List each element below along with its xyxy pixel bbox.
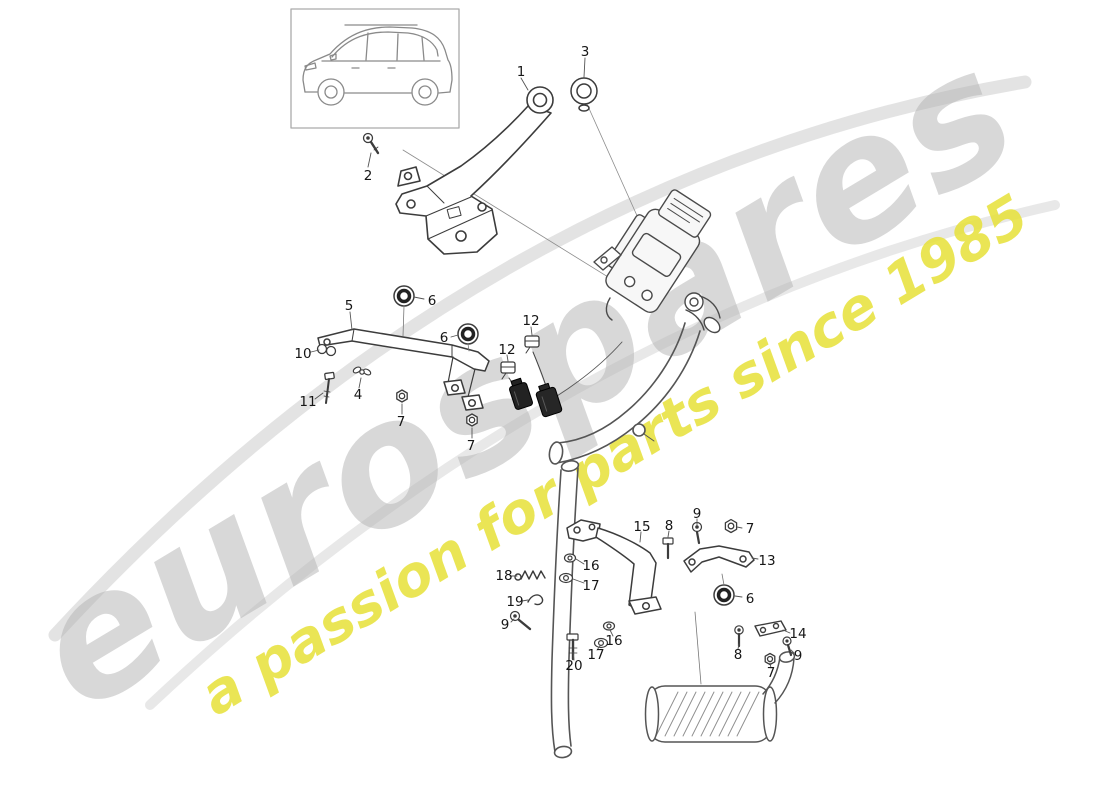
part-nut-7-b bbox=[467, 414, 477, 426]
part-clip-19 bbox=[528, 595, 543, 605]
leader-lines bbox=[311, 58, 794, 668]
callout-labels: 1 2 3 5 6 6 12 12 10 4 11 7 7 15 8 9 7 1… bbox=[294, 44, 806, 681]
callout-7-c[interactable]: 7 bbox=[746, 521, 755, 537]
callout-17-b[interactable]: 17 bbox=[587, 647, 604, 663]
car-thumbnail bbox=[291, 9, 459, 128]
callout-7-d[interactable]: 7 bbox=[767, 665, 776, 681]
part-spring-18 bbox=[515, 571, 545, 580]
callout-8-a[interactable]: 8 bbox=[665, 518, 674, 534]
callout-16-a[interactable]: 16 bbox=[582, 558, 599, 574]
part-washer-17-a bbox=[560, 574, 573, 583]
connector-housings bbox=[507, 342, 622, 417]
part-mount-6-a bbox=[394, 286, 414, 336]
callout-5[interactable]: 5 bbox=[345, 298, 354, 314]
part-bolt-8-a bbox=[663, 538, 673, 558]
part-grommet-3 bbox=[571, 78, 597, 111]
part-bracket-15 bbox=[567, 520, 661, 614]
callout-4[interactable]: 4 bbox=[354, 387, 363, 403]
part-washer-16-a bbox=[565, 554, 576, 562]
callout-12-a[interactable]: 12 bbox=[522, 313, 539, 329]
part-nut-7-c bbox=[725, 520, 736, 533]
callout-16-b[interactable]: 16 bbox=[605, 633, 622, 649]
swoosh-arc-upper bbox=[48, 75, 1032, 642]
callout-8-b[interactable]: 8 bbox=[734, 647, 743, 663]
callout-11[interactable]: 11 bbox=[299, 394, 316, 410]
callout-6-a[interactable]: 6 bbox=[428, 293, 437, 309]
part-clip-12-b bbox=[501, 362, 515, 379]
part-bolt-9-a bbox=[693, 523, 702, 544]
part-clip-12-a bbox=[525, 336, 539, 353]
callout-18[interactable]: 18 bbox=[495, 568, 512, 584]
part-bolt-9-c bbox=[511, 612, 531, 630]
callout-10[interactable]: 10 bbox=[294, 346, 311, 362]
part-washer-17-b bbox=[595, 639, 608, 648]
part-clamp-10 bbox=[318, 345, 336, 356]
exhaust-pipe-vertical bbox=[551, 460, 579, 759]
callout-6-b[interactable]: 6 bbox=[440, 330, 449, 346]
part-wingclip-4 bbox=[352, 366, 371, 376]
callout-20[interactable]: 20 bbox=[565, 658, 582, 674]
callout-13[interactable]: 13 bbox=[758, 553, 775, 569]
callout-9-b[interactable]: 9 bbox=[794, 648, 803, 664]
callout-1[interactable]: 1 bbox=[517, 64, 526, 80]
part-mount-6-b bbox=[458, 324, 478, 351]
muffler bbox=[646, 612, 796, 742]
callout-6-c[interactable]: 6 bbox=[746, 591, 755, 607]
part-bolt-20 bbox=[567, 634, 578, 659]
swoosh-arc-lower bbox=[145, 200, 1060, 710]
callout-17-a[interactable]: 17 bbox=[582, 578, 599, 594]
part-support-bracket-1 bbox=[396, 87, 553, 254]
part-mount-6-c bbox=[714, 574, 734, 605]
part-bracket-5 bbox=[318, 329, 489, 410]
part-bolt-9-b bbox=[783, 637, 791, 655]
callout-12-b[interactable]: 12 bbox=[498, 342, 515, 358]
callout-2[interactable]: 2 bbox=[364, 168, 373, 184]
callout-15[interactable]: 15 bbox=[633, 519, 650, 535]
exhaust-pipe-upper bbox=[548, 323, 700, 465]
part-bracket-13 bbox=[684, 546, 754, 572]
part-bolt-11 bbox=[324, 372, 334, 403]
heater-unit bbox=[594, 180, 723, 336]
callout-7-a[interactable]: 7 bbox=[397, 414, 406, 430]
callout-9-a[interactable]: 9 bbox=[693, 506, 702, 522]
part-bolt-2 bbox=[364, 134, 379, 154]
part-plate-14 bbox=[755, 621, 786, 636]
callout-3[interactable]: 3 bbox=[581, 44, 590, 60]
part-bolt-8-b bbox=[735, 626, 743, 646]
part-washer-16-b bbox=[604, 622, 615, 630]
callout-7-b[interactable]: 7 bbox=[467, 438, 476, 454]
callout-14[interactable]: 14 bbox=[789, 626, 806, 642]
callout-9-c[interactable]: 9 bbox=[501, 617, 510, 633]
part-nut-7-a bbox=[397, 390, 407, 402]
callout-19[interactable]: 19 bbox=[506, 594, 523, 610]
